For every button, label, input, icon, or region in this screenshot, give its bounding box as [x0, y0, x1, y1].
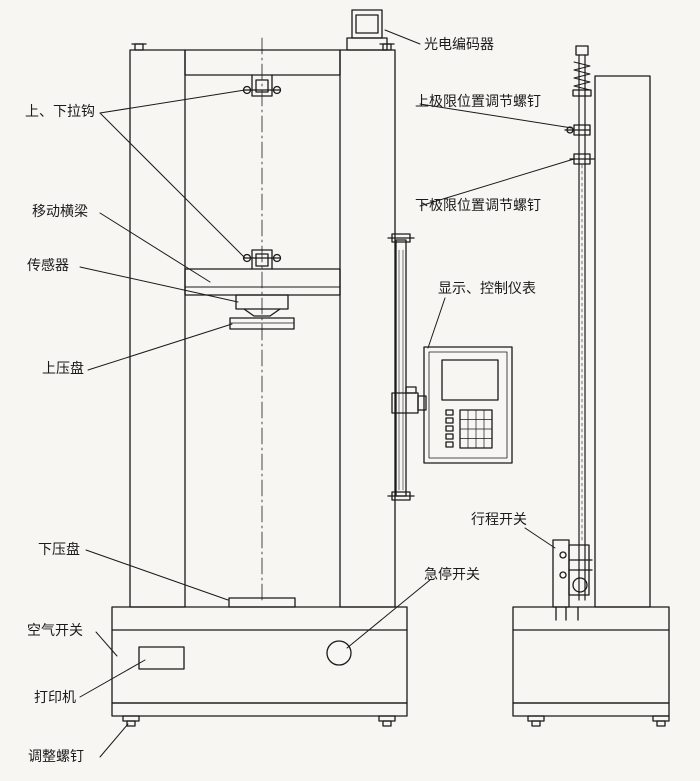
label-encoder: 光电编码器	[424, 37, 494, 53]
front-view	[112, 10, 512, 726]
side-view	[513, 46, 669, 726]
label-lower-limit: 下极限位置调节螺钉	[415, 198, 541, 214]
upper-platen-part	[230, 318, 294, 329]
left-column	[130, 50, 185, 607]
travel-switch-part	[553, 540, 592, 620]
display-mount-rod	[388, 234, 426, 500]
side-base	[513, 607, 669, 726]
label-upper-limit: 上极限位置调节螺钉	[415, 94, 541, 110]
label-adjust-screw: 调整螺钉	[28, 749, 84, 765]
label-display: 显示、控制仪表	[438, 281, 536, 297]
emergency-stop-button	[327, 641, 351, 665]
label-sensor: 传感器	[27, 258, 69, 274]
control-panel	[424, 347, 512, 463]
moving-crossbeam	[185, 269, 340, 295]
upper-hook	[244, 75, 281, 96]
label-hooks: 上、下拉钩	[25, 104, 95, 120]
right-column	[340, 50, 395, 607]
label-air-switch: 空气开关	[27, 623, 83, 639]
machine-base	[112, 607, 407, 726]
top-crosshead	[185, 50, 340, 75]
label-travel-switch: 行程开关	[471, 512, 527, 528]
label-crossbeam: 移动横梁	[32, 204, 88, 220]
label-printer: 打印机	[34, 690, 76, 706]
lower-hook	[244, 250, 281, 269]
printer-slot	[139, 647, 184, 669]
leader-lines	[80, 30, 574, 757]
label-upper-platen: 上压盘	[42, 361, 84, 377]
label-lower-platen: 下压盘	[38, 542, 80, 558]
side-column	[595, 76, 650, 607]
upper-limit-screw	[565, 125, 590, 135]
label-emergency-stop: 急停开关	[424, 567, 480, 583]
